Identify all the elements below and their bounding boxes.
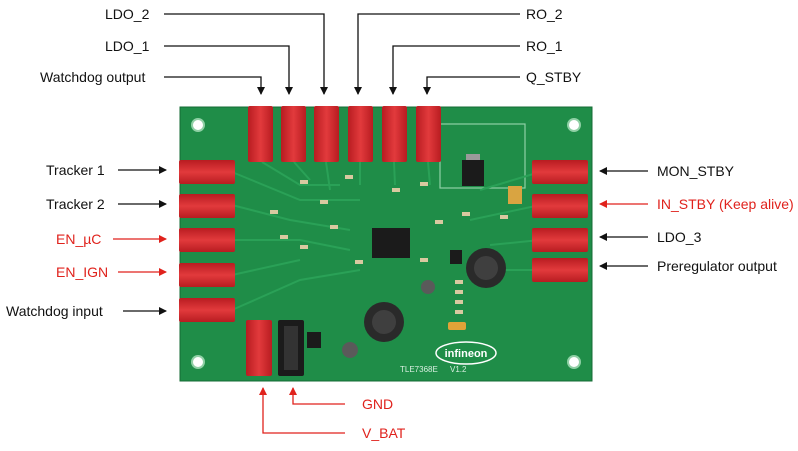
- bottom-arrows: [259, 387, 345, 434]
- arrow-gnd: [289, 387, 345, 405]
- arrow-watchdog-output: [164, 76, 265, 95]
- label-ldo2: LDO_2: [105, 6, 150, 22]
- label-gnd: GND: [362, 396, 394, 412]
- label-en-ign: EN_IGN: [56, 264, 109, 280]
- top-connectors: [248, 106, 441, 162]
- top-arrows: [164, 13, 520, 95]
- label-en-uc: EN_µC: [56, 231, 102, 247]
- label-preregulator-output: Preregulator output: [657, 258, 777, 274]
- label-ldo3: LDO_3: [657, 229, 702, 245]
- arrow-ldo2: [164, 13, 328, 95]
- left-connectors: [179, 160, 235, 322]
- label-watchdog-input: Watchdog input: [6, 303, 103, 319]
- arrow-ldo1: [164, 45, 293, 95]
- right-arrows: [599, 167, 648, 270]
- label-tracker1: Tracker 1: [46, 162, 105, 178]
- label-q-stby: Q_STBY: [526, 69, 582, 85]
- infineon-logo: infineon TLE7368E V1.2: [400, 341, 497, 374]
- left-arrows: [113, 166, 167, 315]
- label-watchdog-output: Watchdog output: [40, 69, 146, 85]
- svg-text:infineon: infineon: [445, 348, 488, 360]
- arrow-q-stby: [423, 76, 520, 95]
- right-connectors: [532, 160, 588, 282]
- label-tracker2: Tracker 2: [46, 196, 105, 212]
- svg-text:TLE7368E: TLE7368E: [400, 365, 438, 374]
- smd-components: [270, 175, 508, 314]
- arrow-v-bat: [259, 387, 345, 434]
- arrow-ro1: [389, 45, 520, 95]
- label-v-bat: V_BAT: [362, 425, 406, 441]
- svg-text:V1.2: V1.2: [450, 365, 467, 374]
- label-ro1: RO_1: [526, 38, 563, 54]
- label-ro2: RO_2: [526, 6, 563, 22]
- label-ldo1: LDO_1: [105, 38, 150, 54]
- label-in-stby: IN_STBY (Keep alive): [657, 196, 794, 212]
- inductors: [342, 248, 506, 358]
- bottom-connectors: [246, 320, 304, 376]
- label-mon-stby: MON_STBY: [657, 163, 735, 179]
- ic-chip: [307, 154, 522, 348]
- arrow-ro2: [354, 13, 520, 95]
